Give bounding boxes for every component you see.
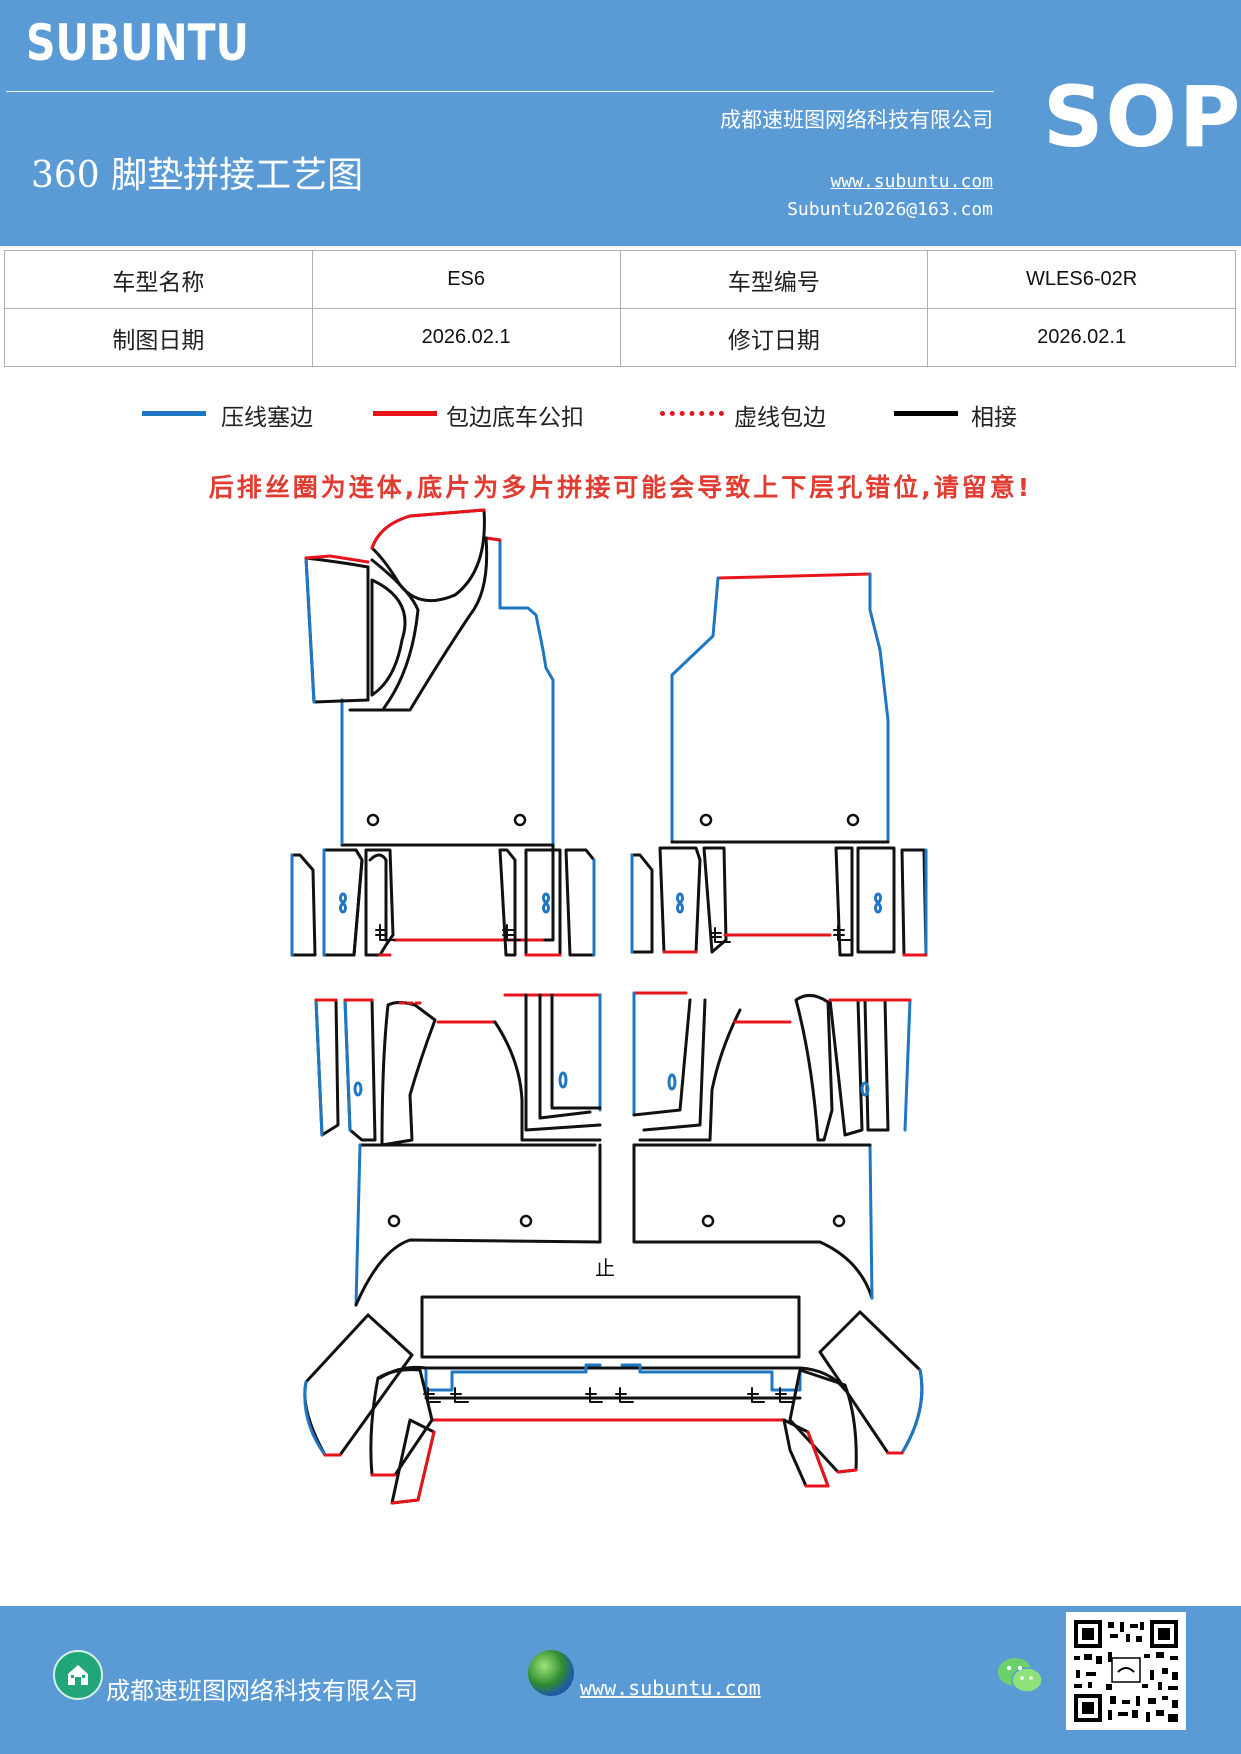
label-model-name: 车型名称 xyxy=(4,250,313,309)
legend-label: 相接 xyxy=(971,405,1017,431)
legend: 压线塞边 包边底车公扣 虚线包边 相接 xyxy=(0,398,1241,438)
legend-swatch-red xyxy=(373,411,437,416)
legend-label: 虚线包边 xyxy=(734,405,826,431)
globe-icon xyxy=(528,1650,574,1696)
legend-swatch-red-dotted xyxy=(660,411,724,416)
document-title: 360 脚垫拼接工艺图 xyxy=(31,155,364,196)
value-model-name: ES6 xyxy=(311,250,621,309)
trunk-wings xyxy=(303,1310,924,1505)
stop-marks xyxy=(423,1387,793,1403)
footer-website-link[interactable]: www.subuntu.com xyxy=(580,1676,761,1700)
wechat-icon xyxy=(996,1654,1044,1698)
trunk-center-piece xyxy=(378,1295,847,1422)
footer-company: 成都速班图网络科技有限公司 xyxy=(106,1677,418,1705)
legend-label: 压线塞边 xyxy=(221,405,313,431)
brand-logo: SUBUNTU xyxy=(26,14,249,72)
legend-swatch-black xyxy=(894,411,958,416)
legend-label: 包边底车公扣 xyxy=(446,405,584,431)
rear-right-upper-mat xyxy=(632,991,912,1300)
header-company: 成都速班图网络科技有限公司 xyxy=(720,108,993,132)
front-right-mat xyxy=(670,572,890,844)
footer-banner: 成都速班图网络科技有限公司 www.subuntu.com xyxy=(0,1606,1241,1754)
header-website-link[interactable]: www.subuntu.com xyxy=(830,171,993,192)
header-banner: SUBUNTU 成都速班图网络科技有限公司 360 脚垫拼接工艺图 www.su… xyxy=(0,0,1241,246)
qr-code[interactable] xyxy=(1066,1612,1186,1730)
label-model-code: 车型编号 xyxy=(619,250,929,309)
front-left-mat xyxy=(304,508,555,847)
table-row: 车型名称 ES6 车型编号 WLES6-02R xyxy=(4,250,1236,309)
legend-swatch-blue xyxy=(142,411,206,416)
front-right-side-pieces xyxy=(630,846,928,957)
label-revision-date: 修订日期 xyxy=(619,308,929,367)
header-divider xyxy=(6,91,994,92)
stop-label: 止 xyxy=(595,1256,615,1280)
value-model-code: WLES6-02R xyxy=(927,250,1236,309)
value-revision-date: 2026.02.1 xyxy=(927,308,1236,367)
rear-left-upper-mat xyxy=(314,993,602,1307)
vehicle-info-table: 车型名称 ES6 车型编号 WLES6-02R 制图日期 2026.02.1 修… xyxy=(4,250,1236,367)
table-row: 制图日期 2026.02.1 修订日期 2026.02.1 xyxy=(4,308,1236,367)
home-icon xyxy=(53,1650,103,1700)
value-draw-date: 2026.02.1 xyxy=(311,308,621,367)
front-left-side-pieces xyxy=(290,843,596,957)
warning-text: 后排丝圈为连体,底片为多片拼接可能会导致上下层孔错位,请留意! xyxy=(208,473,1033,502)
label-draw-date: 制图日期 xyxy=(4,308,313,367)
header-email: Subuntu2026@163.com xyxy=(787,199,993,220)
sop-label: SOP xyxy=(1043,68,1241,166)
